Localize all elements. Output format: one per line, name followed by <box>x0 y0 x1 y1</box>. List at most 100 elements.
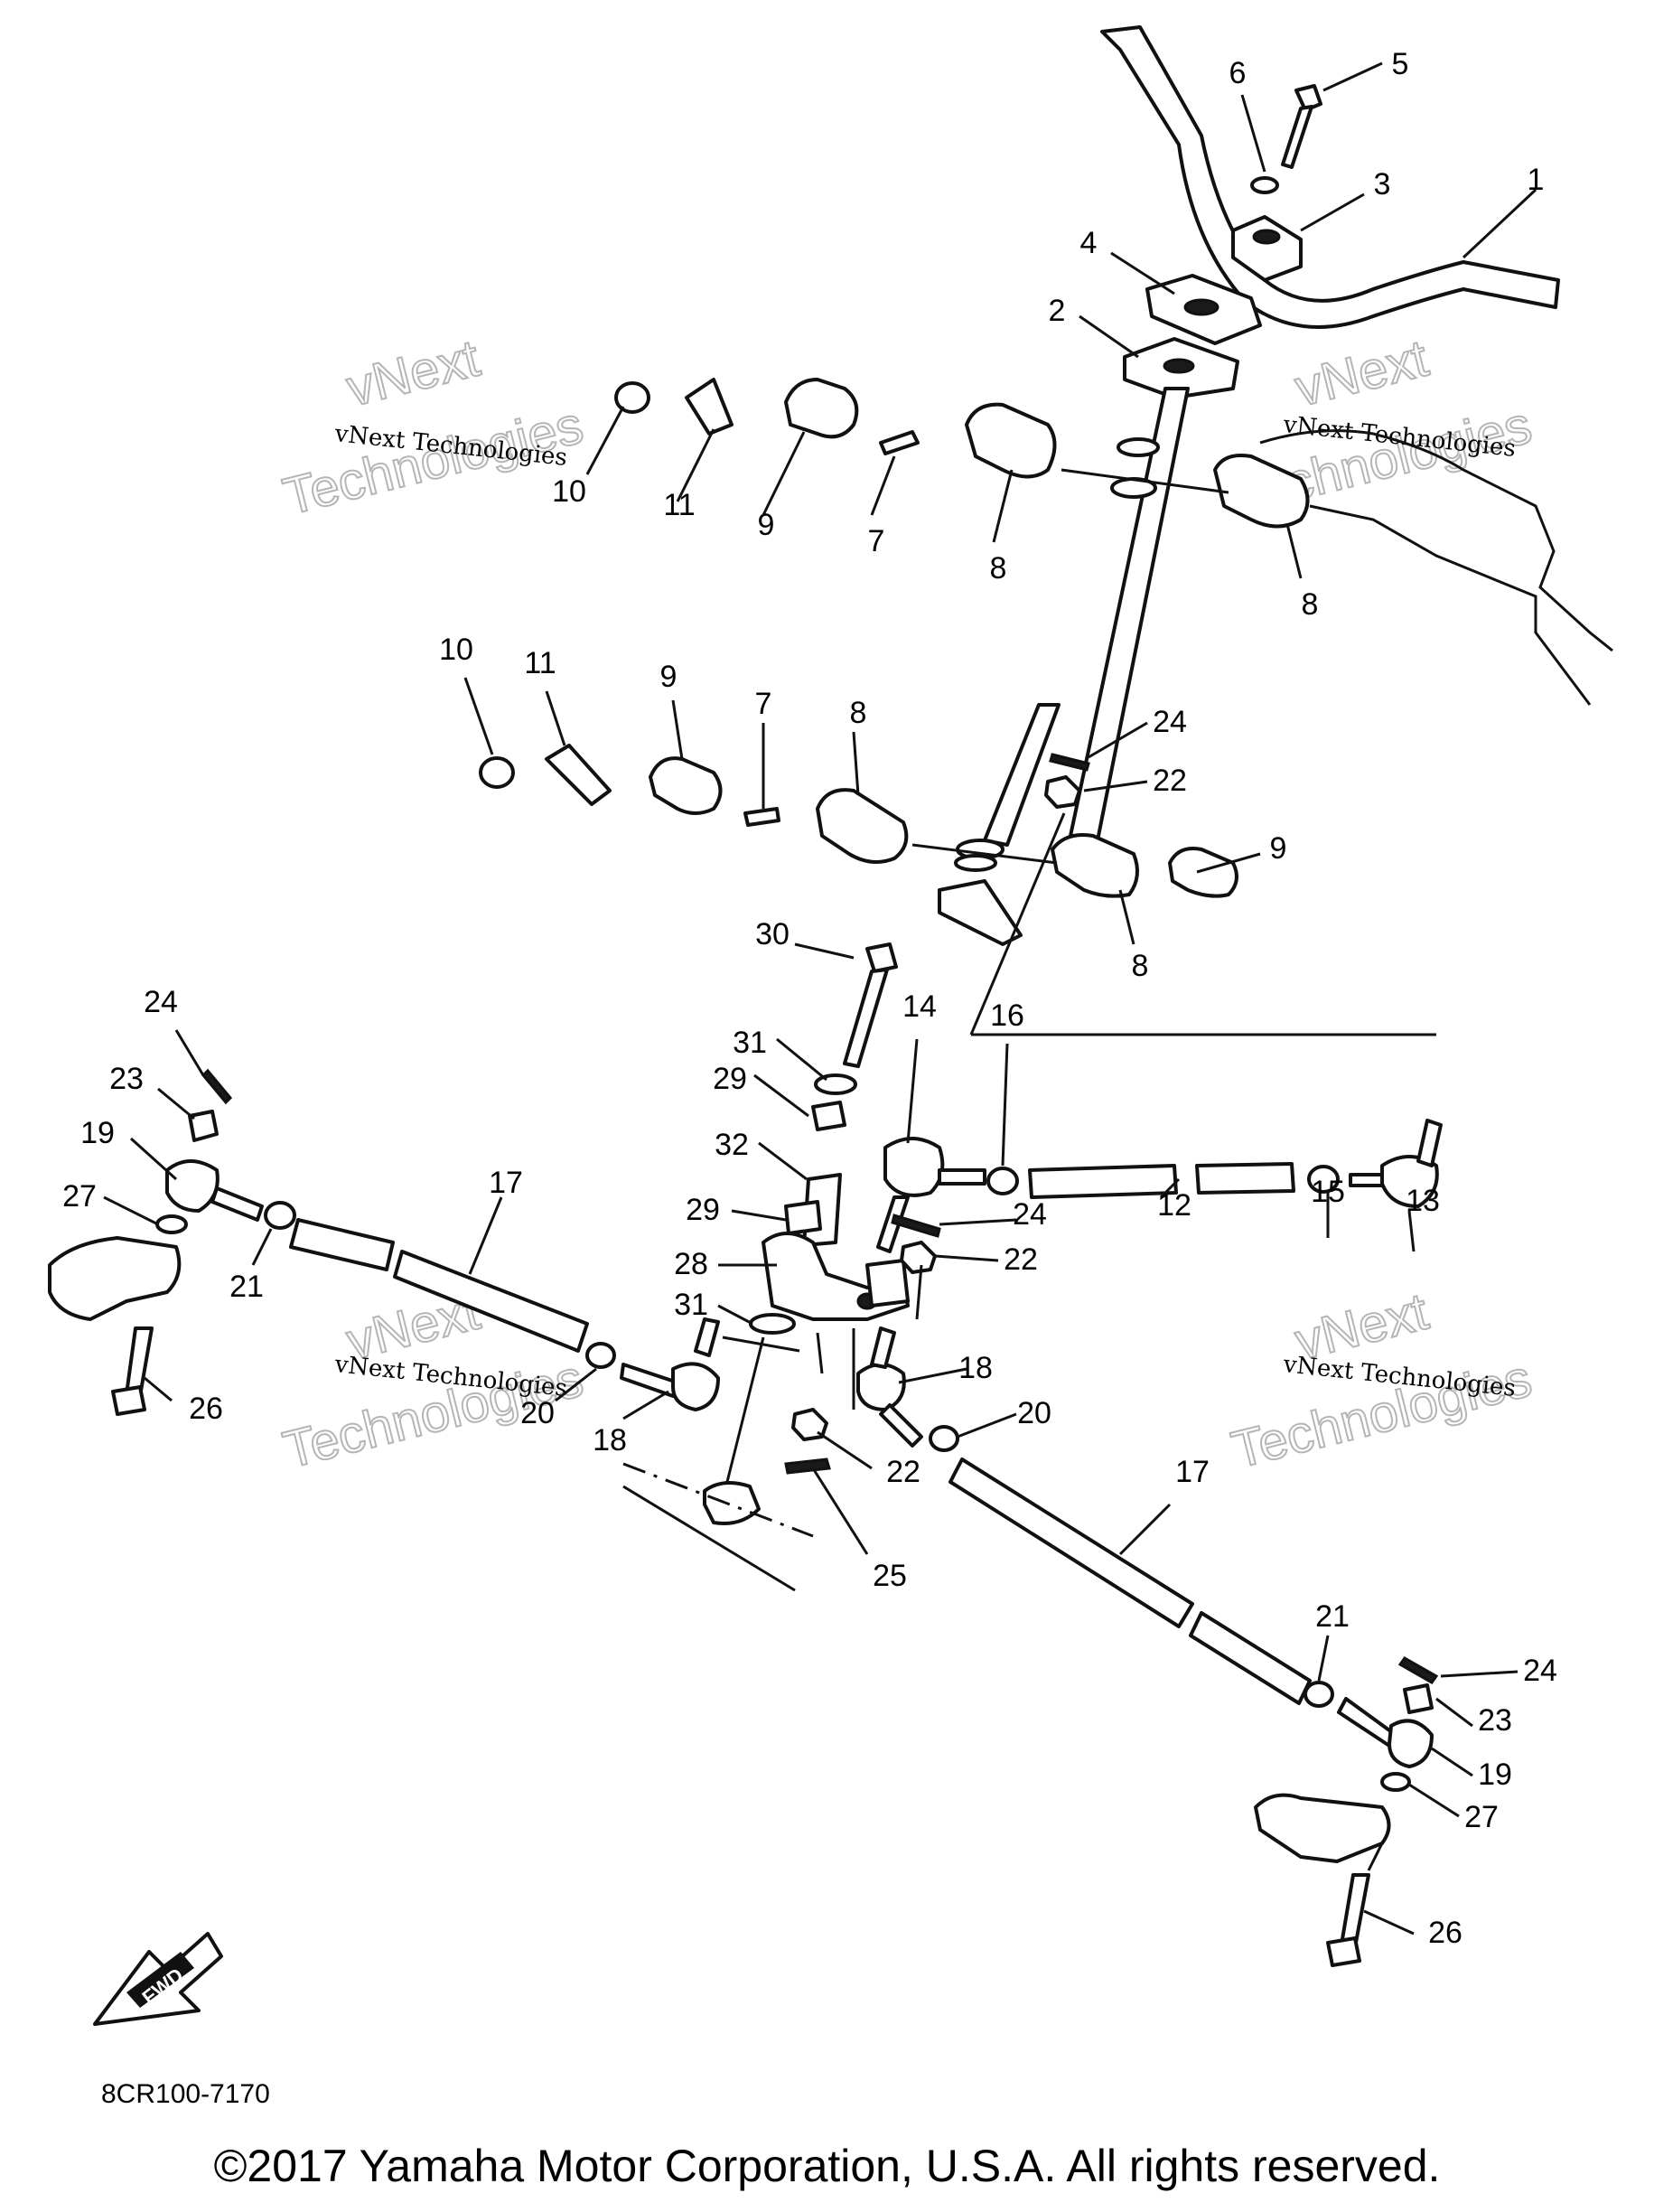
callout-10: 10 <box>552 474 586 509</box>
callout-18: 18 <box>593 1423 627 1457</box>
watermark-outline-top: vNext <box>341 329 485 418</box>
callout-28: 28 <box>674 1247 708 1281</box>
watermark-outline-top: vNext <box>1289 329 1434 418</box>
handlebar-lower-clamp <box>1145 274 1262 345</box>
upper-brackets <box>614 378 1310 529</box>
lock-nut <box>585 1342 616 1369</box>
callout-17: 17 <box>1175 1455 1210 1489</box>
lock-nut <box>1307 1165 1340 1194</box>
copyright-notice: ©2017 Yamaha Motor Corporation, U.S.A. A… <box>213 2141 1441 2191</box>
collar <box>749 1313 796 1335</box>
washer <box>1380 1772 1411 1792</box>
callout-1: 1 <box>1528 163 1545 197</box>
cotter-pin <box>784 1457 831 1475</box>
washer <box>155 1214 188 1234</box>
callout-18: 18 <box>958 1351 993 1385</box>
tie-rod-end-right <box>1349 1119 1443 1208</box>
callout-16: 16 <box>990 998 1024 1033</box>
callout-5: 5 <box>1392 47 1409 81</box>
handlebar-bolt <box>1281 84 1322 169</box>
collar <box>814 1073 857 1095</box>
callout-25: 25 <box>873 1559 907 1593</box>
callout-29: 29 <box>686 1193 720 1227</box>
callout-24: 24 <box>1153 705 1187 739</box>
callout-31: 31 <box>674 1288 708 1322</box>
callout-10: 10 <box>439 633 473 667</box>
callout-8: 8 <box>990 551 1007 586</box>
callout-20: 20 <box>520 1396 555 1430</box>
callout-8: 8 <box>850 696 867 730</box>
column-holder <box>1123 337 1239 399</box>
castle-nut <box>1403 1683 1434 1714</box>
lock-nut <box>929 1425 959 1452</box>
bushing <box>811 1101 846 1131</box>
cotter-pin <box>1397 1656 1439 1684</box>
callout-23: 23 <box>109 1062 144 1096</box>
tie-rod-end <box>856 1326 923 1448</box>
callout-17: 17 <box>489 1166 523 1200</box>
knuckle-bolt <box>111 1326 154 1416</box>
callout-30: 30 <box>755 917 790 951</box>
callout-22: 22 <box>1004 1242 1038 1277</box>
pitman-bolt <box>843 942 898 1068</box>
callout-22: 22 <box>886 1455 920 1489</box>
cotter-pin <box>1049 753 1090 772</box>
callout-29: 29 <box>713 1062 747 1096</box>
steering-stop <box>703 1481 761 1525</box>
tie-rod-end <box>1337 1697 1434 1768</box>
tie-rod-right <box>948 1457 1334 1708</box>
knuckle-arm <box>1254 1793 1391 1863</box>
callout-7: 7 <box>755 687 772 721</box>
callout-22: 22 <box>1153 764 1187 798</box>
callout-13: 13 <box>1406 1184 1440 1218</box>
castle-nut <box>188 1110 219 1142</box>
callout-12: 12 <box>1157 1188 1191 1223</box>
steering-column <box>938 387 1190 946</box>
nut <box>1044 775 1081 809</box>
callout-7: 7 <box>868 524 885 558</box>
nut <box>900 1241 937 1274</box>
callout-3: 3 <box>1374 167 1391 202</box>
middle-brackets <box>479 744 1238 898</box>
tie-rod-end-left <box>876 1137 986 1253</box>
callout-19: 19 <box>1478 1757 1512 1792</box>
knuckle-arm <box>48 1236 182 1321</box>
diagram-code: 8CR100-7170 <box>101 2079 270 2109</box>
callout-11: 11 <box>524 646 556 680</box>
callout-leaders <box>103 61 1537 1936</box>
tie-rod-end <box>165 1159 264 1222</box>
callout-21: 21 <box>229 1270 264 1304</box>
callout-9: 9 <box>758 508 775 542</box>
callout-24: 24 <box>144 985 178 1019</box>
callout-2: 2 <box>1049 294 1066 328</box>
callout-32: 32 <box>715 1128 749 1162</box>
callout-4: 4 <box>1080 226 1098 260</box>
callout-8: 8 <box>1302 587 1319 622</box>
callout-9: 9 <box>660 660 677 694</box>
callout-numbers: 1 2 3 4 5 6 7 8 8 9 10 11 10 11 9 7 8 8 … <box>62 47 1557 1950</box>
cotter-pin <box>201 1068 233 1105</box>
callout-15: 15 <box>1311 1175 1345 1209</box>
callout-27: 27 <box>1464 1800 1499 1834</box>
cotter-pin <box>891 1214 941 1238</box>
handlebar-upper-clamp <box>1231 215 1303 282</box>
callout-26: 26 <box>189 1392 223 1426</box>
callout-8: 8 <box>1132 949 1149 983</box>
lock-nut <box>986 1167 1019 1195</box>
callout-6: 6 <box>1229 56 1247 90</box>
callout-11: 11 <box>663 488 695 522</box>
callout-20: 20 <box>1017 1396 1051 1430</box>
watermark-left-top: vNext Technologies vNext Technologies <box>276 328 589 528</box>
callout-31: 31 <box>733 1026 767 1060</box>
callout-26: 26 <box>1428 1916 1462 1950</box>
bushing <box>784 1200 822 1235</box>
washer <box>1250 176 1279 194</box>
callout-24: 24 <box>1523 1654 1557 1688</box>
tie-rod-end <box>620 1317 720 1411</box>
callout-27: 27 <box>62 1179 97 1214</box>
relay-rod <box>1028 1162 1295 1199</box>
callout-21: 21 <box>1315 1599 1350 1634</box>
callout-23: 23 <box>1478 1703 1512 1738</box>
knuckle-bolt <box>1326 1873 1370 1967</box>
bracket-plate <box>865 1259 910 1308</box>
